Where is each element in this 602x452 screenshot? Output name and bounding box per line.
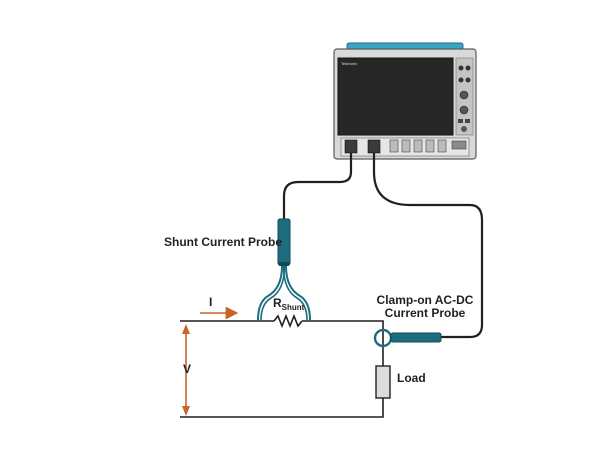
shunt-resistor	[273, 313, 303, 329]
oscilloscope: Tektronix	[333, 42, 477, 160]
shunt-probe-cable	[282, 153, 353, 220]
scope-top-bar	[346, 42, 464, 50]
load-resistor	[375, 365, 391, 399]
circuit	[180, 313, 384, 418]
load-label: Load	[397, 371, 426, 385]
shunt-resistor-label-subscript: Shunt	[281, 303, 305, 312]
bottom-wire	[180, 398, 384, 418]
scope-screen	[337, 57, 454, 136]
shunt-probe-label: Shunt Current Probe	[164, 235, 283, 249]
clamp-probe-label-line2: Current Probe	[384, 306, 466, 320]
voltage-arrow	[182, 324, 190, 416]
shunt-resistor-label: RShunt	[273, 296, 304, 312]
scope-brand-mark: Tektronix	[341, 61, 357, 66]
voltage-label: V	[183, 362, 192, 376]
scope-input-connectors	[340, 137, 470, 157]
clamp-probe-cable	[372, 153, 484, 339]
scope-channel-1-connector	[344, 139, 358, 154]
clamp-probe-label: Clamp-on AC-DC Current Probe	[370, 294, 480, 320]
scope-control-panel	[455, 57, 474, 136]
shunt-current-probe	[257, 218, 311, 321]
clamp-current-probe	[373, 328, 442, 348]
top-wire-right	[302, 320, 384, 367]
clamp-probe-label-line1: Clamp-on AC-DC	[376, 293, 474, 307]
shunt-resistor-label-main: R	[273, 296, 282, 310]
current-label: I	[209, 295, 213, 309]
scope-channel-2-connector	[367, 139, 381, 154]
